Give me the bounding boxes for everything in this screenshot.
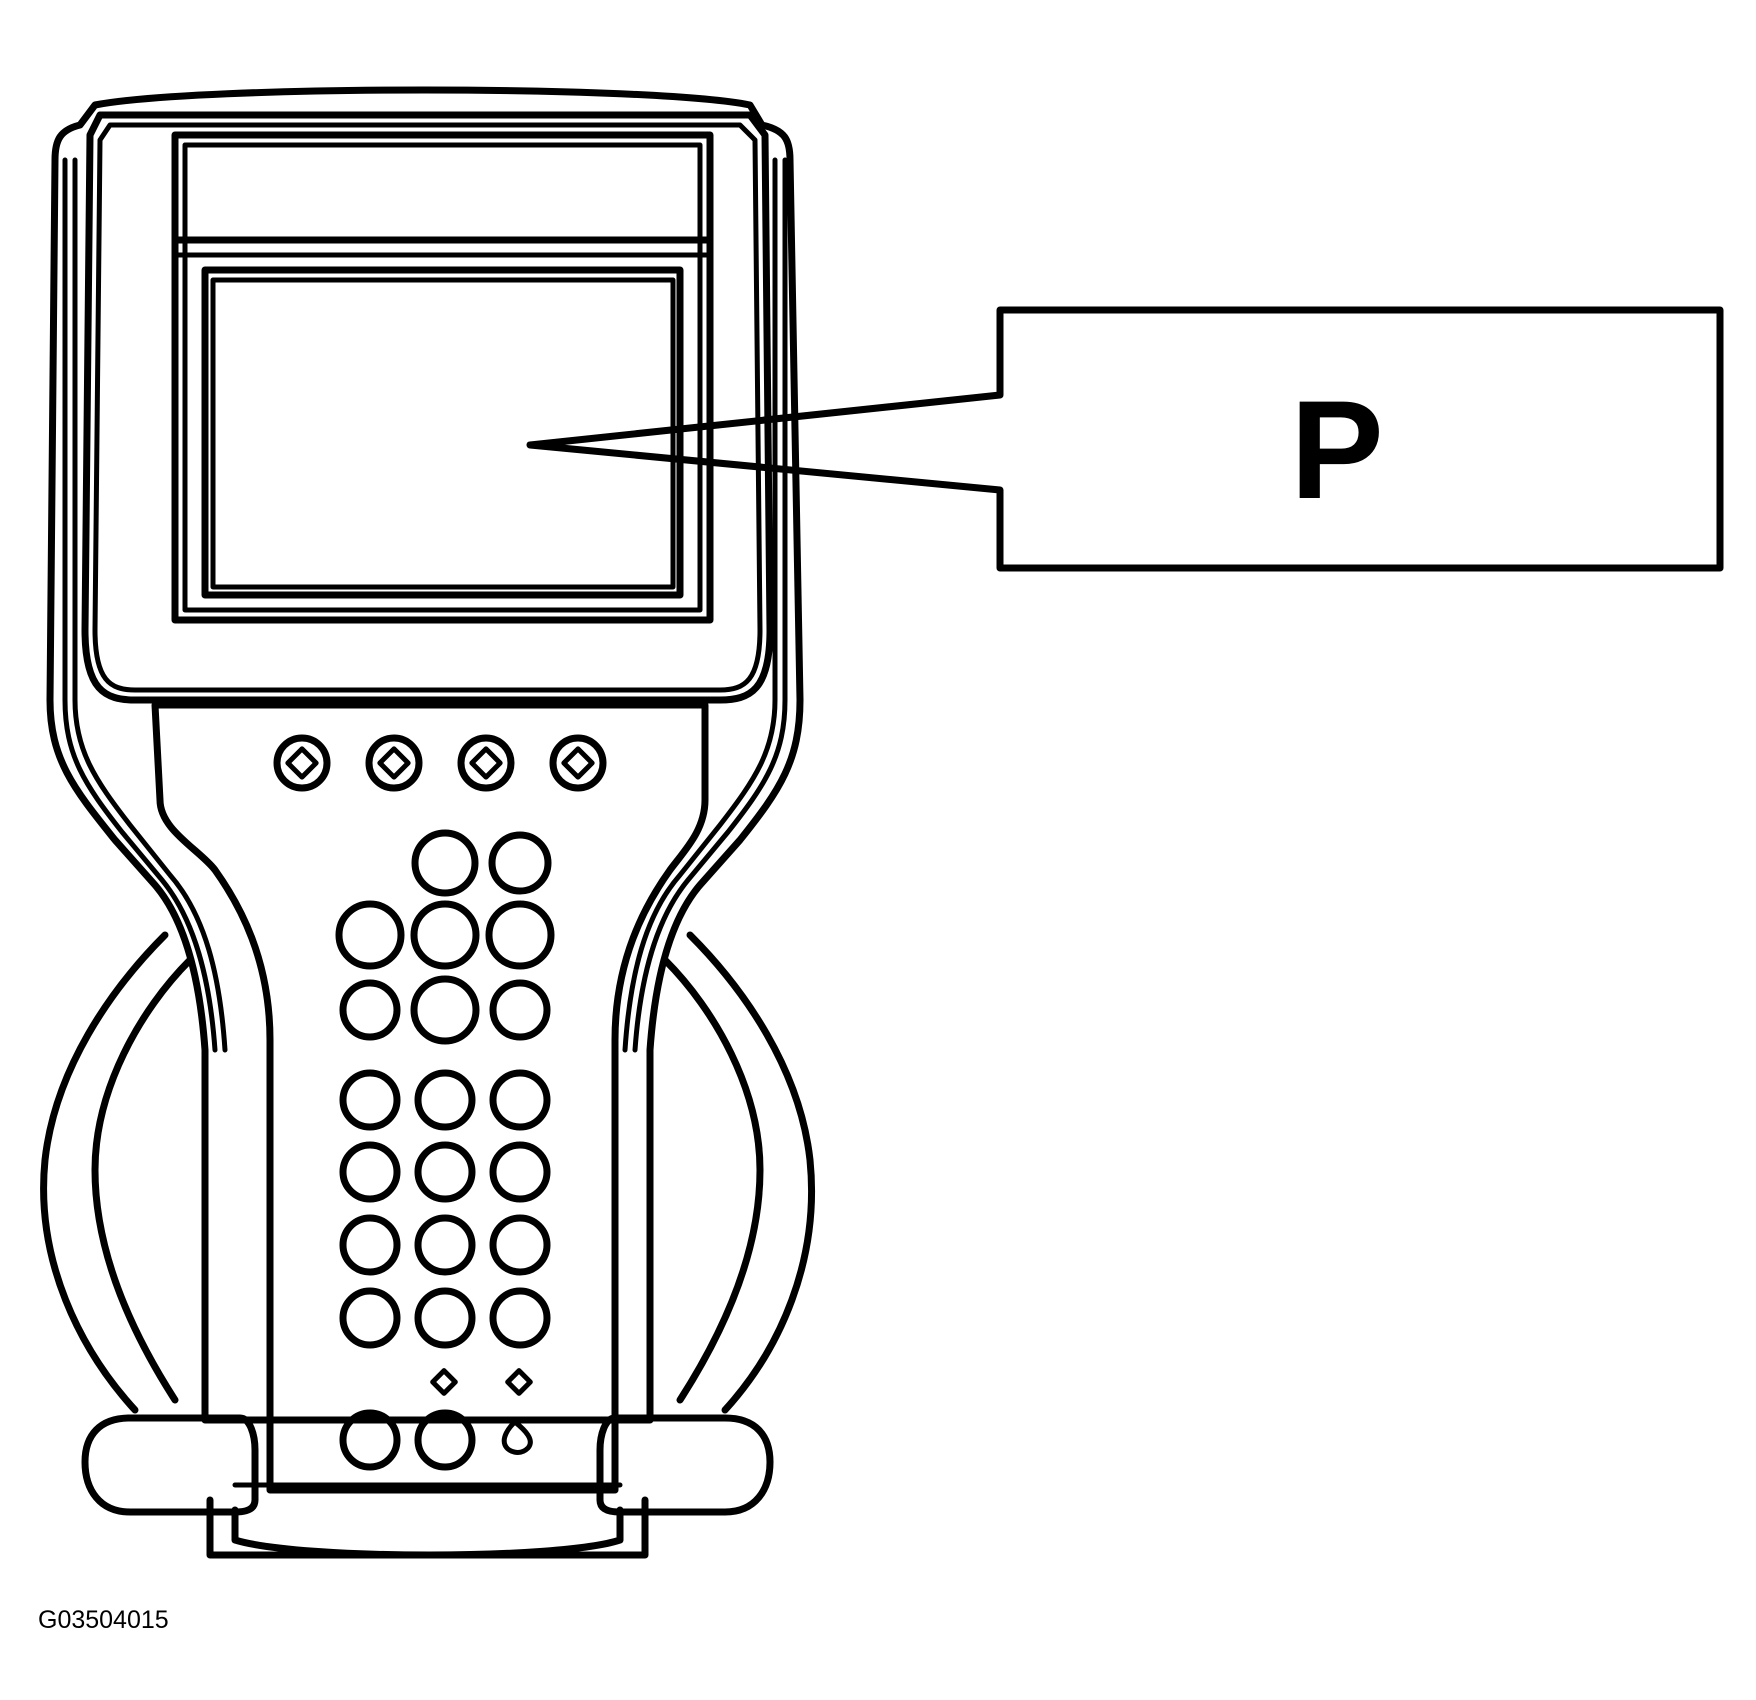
left-hand-strap	[40, 931, 194, 1414]
key-row7-2	[414, 1287, 476, 1349]
key-row4-2	[414, 1069, 476, 1131]
lcd-screen	[201, 266, 684, 599]
function-keys	[273, 734, 607, 792]
key-row6-1	[339, 1214, 401, 1276]
key-row3-1	[339, 979, 401, 1041]
keypad-panel	[151, 701, 709, 1494]
function-key-1	[273, 734, 331, 792]
key-bottom-3	[501, 1419, 533, 1455]
key-row6-3	[489, 1214, 551, 1276]
right-hand-strap	[661, 931, 816, 1414]
key-row4-3	[489, 1069, 551, 1131]
figure-id: G03504015	[38, 1606, 169, 1634]
key-right-top	[488, 831, 552, 895]
key-small-diamond-1	[430, 1368, 458, 1396]
bottom-bumper	[81, 1414, 774, 1559]
key-row6-2	[414, 1214, 476, 1276]
key-row5-1	[339, 1141, 401, 1203]
key-row5-2	[414, 1141, 476, 1203]
keypad-buttons	[335, 829, 555, 1471]
key-small-diamond-2	[505, 1368, 533, 1396]
key-right	[485, 900, 555, 970]
function-key-2	[365, 734, 423, 792]
screen-bezel	[81, 111, 774, 704]
callout: P	[526, 306, 1724, 572]
device-body	[46, 86, 804, 1424]
function-key-3	[457, 734, 515, 792]
display-area	[171, 131, 714, 624]
key-down	[410, 975, 480, 1045]
key-row7-1	[339, 1287, 401, 1349]
key-bottom-1	[339, 1409, 401, 1471]
key-up	[411, 829, 479, 897]
key-row5-3	[489, 1141, 551, 1203]
function-key-4	[549, 734, 607, 792]
key-center	[410, 900, 480, 970]
key-left	[335, 900, 405, 970]
callout-label: P	[1290, 371, 1383, 528]
key-bottom-2	[414, 1409, 476, 1471]
key-row3-3	[489, 979, 551, 1041]
key-row7-3	[489, 1287, 551, 1349]
key-row4-1	[339, 1069, 401, 1131]
